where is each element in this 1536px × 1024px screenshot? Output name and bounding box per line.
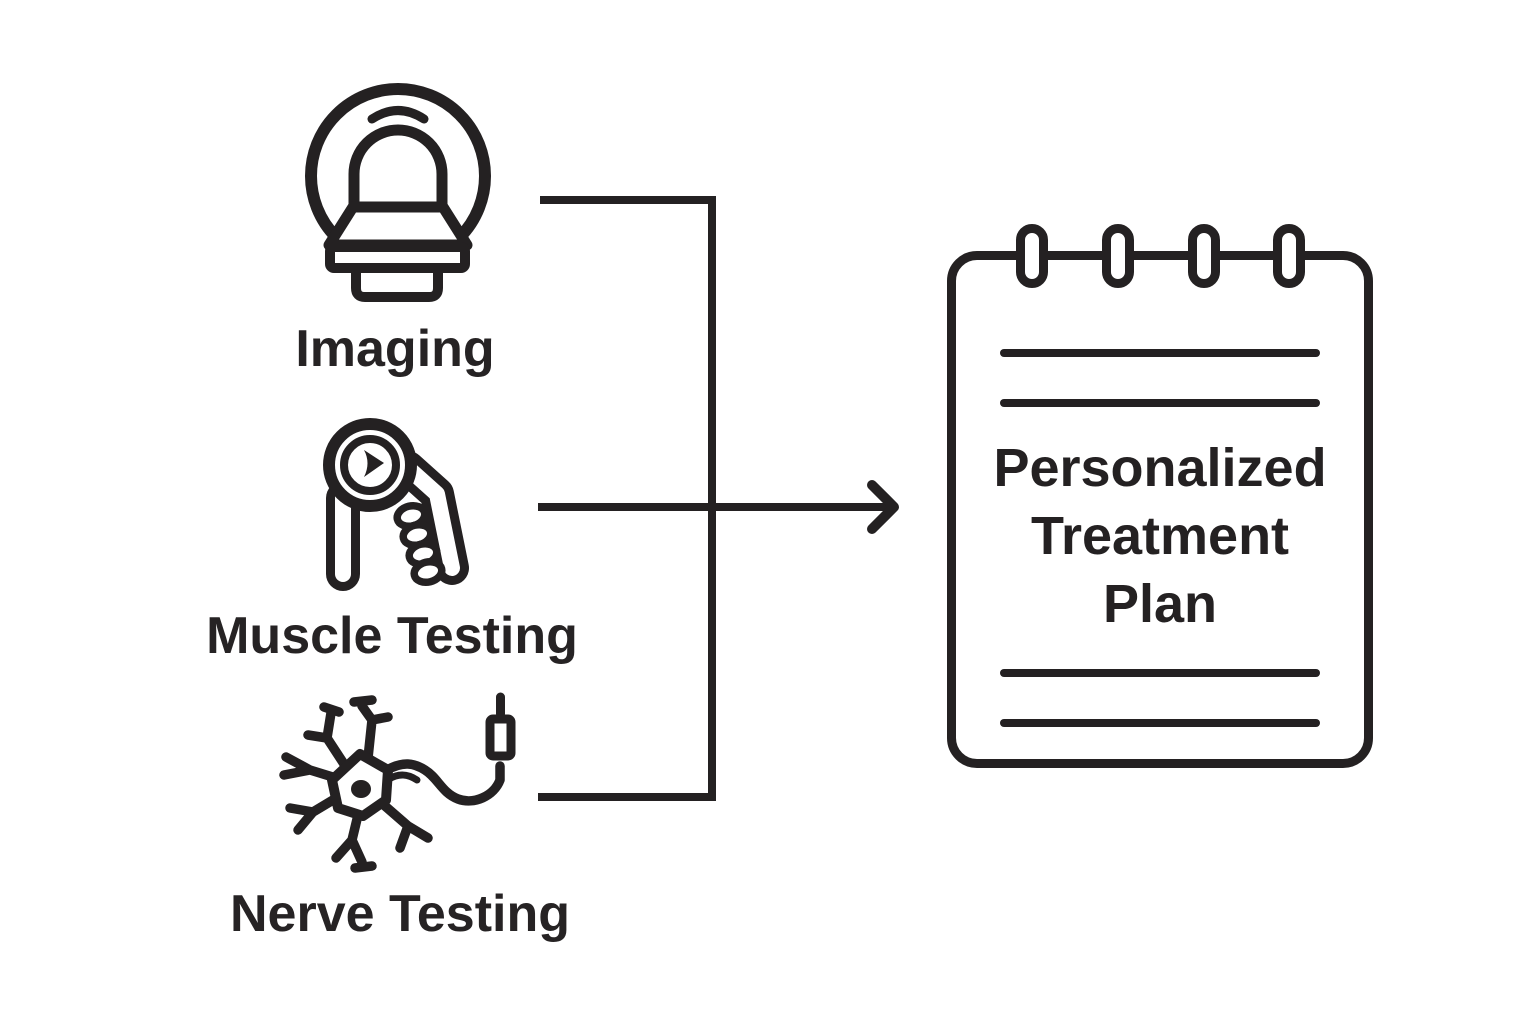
arrowhead-icon bbox=[867, 480, 899, 534]
mri-scanner-icon bbox=[305, 83, 491, 302]
binder-ring bbox=[1016, 224, 1048, 288]
notepad-title-line: Plan bbox=[1102, 574, 1218, 634]
neuron-electrode-icon bbox=[279, 692, 516, 873]
notepad-rule-line bbox=[1000, 399, 1320, 407]
binder-ring bbox=[1188, 224, 1220, 288]
notepad-title-line: Personalized bbox=[993, 438, 1327, 498]
hand-dynamometer-icon bbox=[323, 418, 469, 591]
binder-ring bbox=[1102, 224, 1134, 288]
notepad-title-line: Treatment bbox=[1030, 506, 1290, 566]
notepad-rule-line bbox=[1000, 669, 1320, 677]
notepad-rule-line bbox=[1000, 719, 1320, 727]
label-imaging: Imaging bbox=[295, 320, 495, 378]
label-nerve-testing: Nerve Testing bbox=[229, 885, 571, 943]
notepad-body bbox=[947, 251, 1373, 768]
label-muscle-testing: Muscle Testing bbox=[206, 607, 578, 665]
binder-ring bbox=[1273, 224, 1305, 288]
notepad-title: Personalized Treatment Plan bbox=[973, 434, 1347, 638]
notepad-rule-line bbox=[1000, 349, 1320, 357]
